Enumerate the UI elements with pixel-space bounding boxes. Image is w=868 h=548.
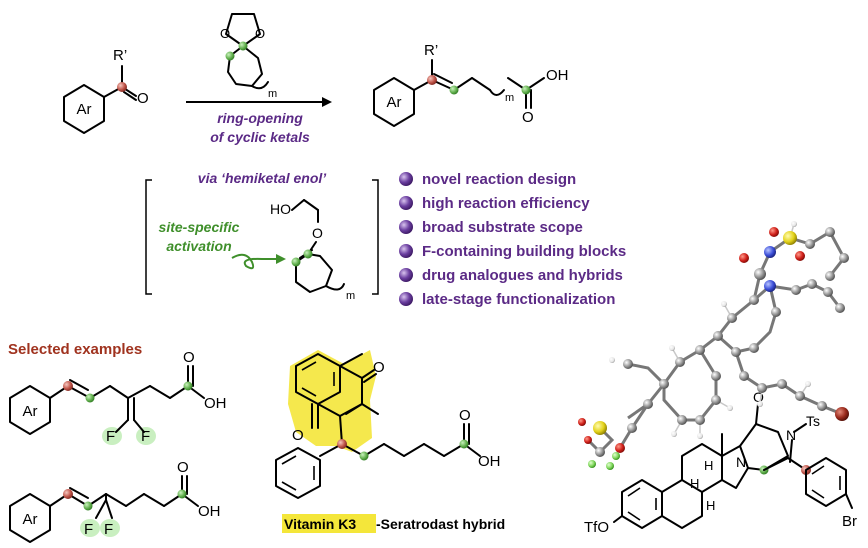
feature-2: high reaction efficiency	[422, 195, 590, 212]
ex2-f-left: F	[84, 521, 93, 538]
feature-bullet-4	[399, 244, 413, 258]
r-prime-label: R’	[113, 47, 127, 64]
enol-subscript-m: m	[346, 290, 355, 302]
ex1-green-dot-1	[85, 393, 95, 403]
starting-ketone: Ar R’ O	[63, 47, 149, 134]
example-vitamin-k3-hybrid: O O O OH Vitamin K3 -Seratrodast hybrid	[275, 350, 505, 533]
product-ar-label: Ar	[387, 94, 402, 111]
conditions-line-1: ring-opening	[217, 110, 303, 126]
ketal-o-right: O	[255, 26, 265, 41]
ex1-f-right: F	[141, 428, 150, 445]
steroid-n-2: N	[786, 427, 796, 443]
ex2-ar-label: Ar	[23, 511, 38, 528]
product-acid: Ar R’ m OH O	[373, 42, 569, 127]
k3-o-bottom: O	[292, 427, 304, 444]
steroid-h-3: H	[706, 498, 715, 513]
feature-bullet-6	[399, 292, 413, 306]
k3-red-dot	[337, 439, 347, 449]
ex2-oh: OH	[198, 503, 221, 520]
feature-bullet-1	[399, 172, 413, 186]
feature-bullet-2	[399, 196, 413, 210]
product-r-prime: R’	[424, 42, 438, 59]
product-green-dot-1	[449, 85, 459, 95]
enol-green-dot-2	[291, 257, 301, 267]
feature-bullet-5	[399, 268, 413, 282]
ex2-red-dot	[63, 489, 73, 499]
ex2-green-dot-2	[177, 489, 187, 499]
selected-examples-title: Selected examples	[8, 341, 142, 358]
feature-4: F-containing building blocks	[422, 243, 626, 260]
example-steroid-derivative: TfO H H H N N O Ts Br	[584, 389, 857, 536]
k3-acid-o: O	[459, 407, 471, 424]
activation-line-2: activation	[166, 238, 231, 254]
feature-3: broad substrate scope	[422, 219, 583, 236]
k3-green-dot-1	[359, 451, 369, 461]
ex1-oh: OH	[204, 395, 227, 412]
red-carbon-dot	[117, 82, 127, 92]
steroid-h-2: H	[704, 458, 713, 473]
steroid-h-1: H	[690, 476, 699, 491]
hemiketal-enol-box: via ‘hemiketal enol’ site-specific activ…	[145, 170, 379, 302]
ketal-o-left: O	[220, 26, 230, 41]
ketal-subscript-m: m	[268, 88, 277, 100]
product-subscript-m: m	[505, 92, 514, 104]
feature-list: novel reaction design high reaction effi…	[399, 171, 626, 308]
ex1-green-dot-2	[183, 381, 193, 391]
hybrid-highlight-label: Vitamin K3	[284, 516, 356, 532]
steroid-ts: Ts	[806, 413, 820, 429]
feature-bullet-3	[399, 220, 413, 234]
steroid-n-1: N	[736, 454, 746, 470]
example-difluoroalkene: Ar F F O OH	[9, 349, 227, 445]
activation-line-1: site-specific	[159, 219, 240, 235]
feature-1: novel reaction design	[422, 171, 576, 188]
crystal-structure	[578, 221, 849, 470]
activation-arrow	[231, 253, 286, 270]
ar-label: Ar	[77, 101, 92, 118]
ex2-green-dot-1	[83, 501, 93, 511]
steroid-br: Br	[842, 513, 857, 530]
conditions-line-2: of cyclic ketals	[210, 129, 310, 145]
ex1-f-left: F	[106, 428, 115, 445]
k3-o-top: O	[373, 359, 385, 376]
ex1-o: O	[183, 349, 195, 366]
cyclic-ketal-reagent: O O m	[220, 13, 277, 100]
product-oh: OH	[546, 67, 569, 84]
example-gem-difluoro: Ar F F O OH	[9, 459, 221, 543]
k3-green-dot-2	[459, 439, 469, 449]
product-red-dot	[427, 75, 437, 85]
k3-acid-oh: OH	[478, 453, 501, 470]
hybrid-rest-label: -Seratrodast hybrid	[376, 516, 505, 532]
ex2-f-right: F	[104, 521, 113, 538]
ketal-green-dot-2	[225, 51, 235, 61]
feature-6: late-stage functionalization	[422, 291, 615, 308]
ex1-ar-label: Ar	[23, 403, 38, 420]
feature-5: drug analogues and hybrids	[422, 267, 623, 284]
enol-green-dot-1	[303, 249, 313, 259]
steroid-tfo: TfO	[584, 519, 609, 536]
ho-label: HO	[270, 201, 291, 217]
steroid-o: O	[753, 389, 764, 405]
ketal-green-dot-1	[238, 41, 248, 51]
ex1-red-dot	[63, 381, 73, 391]
oxygen-label: O	[137, 90, 149, 107]
product-green-dot-2	[521, 85, 531, 95]
enol-o-label: O	[312, 225, 323, 241]
product-carbonyl-o: O	[522, 109, 534, 126]
intermediate-label: via ‘hemiketal enol’	[198, 170, 327, 186]
ex2-o: O	[177, 459, 189, 476]
